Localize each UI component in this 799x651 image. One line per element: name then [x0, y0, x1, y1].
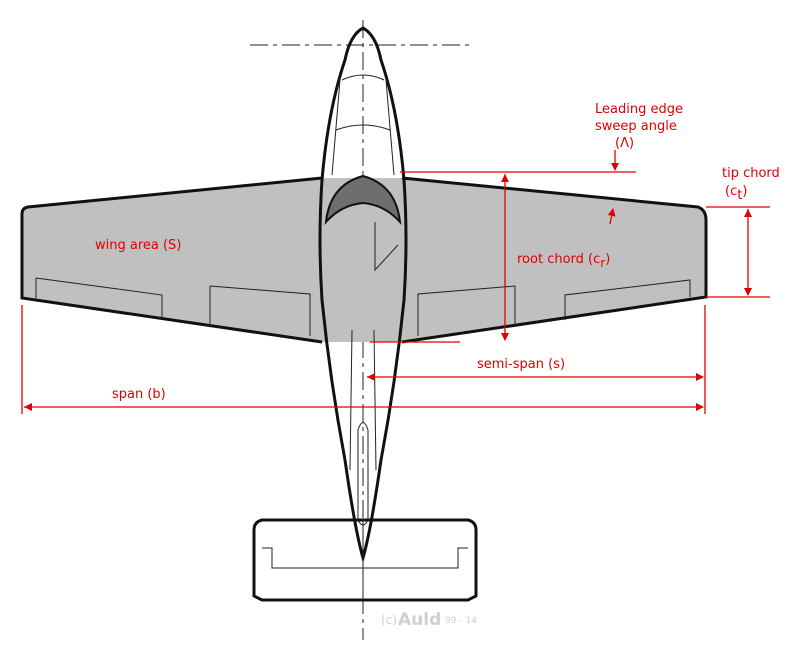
- svg-text:(c): (c): [381, 613, 397, 627]
- root-chord-label: root chord (cr): [517, 252, 610, 270]
- right-flap: [417, 285, 516, 336]
- sweep-angle-indicator: [607, 150, 619, 225]
- wing-right-outline: [401, 176, 708, 344]
- tip-chord-label: tip chord: [722, 166, 780, 181]
- tip-chord-dimension: [706, 206, 770, 298]
- canopy: [324, 174, 402, 226]
- watermark: (c) Auld 99 - 14: [381, 610, 477, 630]
- right-aileron: [564, 279, 691, 320]
- span-label: span (b): [112, 387, 166, 402]
- tip-chord-symbol: (ct): [725, 184, 747, 203]
- sweep-label-line2: sweep angle: [595, 119, 677, 134]
- sweep-symbol: (Λ): [615, 136, 634, 151]
- span-dimension: [21, 305, 706, 414]
- semi-span-label: semi-span (s): [477, 357, 565, 372]
- left-aileron: [35, 277, 163, 320]
- root-chord-dimension: [370, 171, 636, 343]
- wing-area-label: wing area (S): [95, 238, 181, 253]
- elevator: [262, 547, 468, 569]
- wing: [22, 178, 706, 342]
- semi-span-dimension: [367, 373, 704, 381]
- svg-text:Auld: Auld: [398, 610, 441, 630]
- sweep-label-line1: Leading edge: [595, 102, 683, 117]
- wing-left-outline: [20, 176, 323, 344]
- cowling-detail: [331, 74, 395, 176]
- tailplane: [252, 518, 478, 602]
- left-flap: [209, 285, 311, 336]
- canopy-frame: [349, 222, 399, 471]
- svg-text:99 - 14: 99 - 14: [445, 616, 477, 626]
